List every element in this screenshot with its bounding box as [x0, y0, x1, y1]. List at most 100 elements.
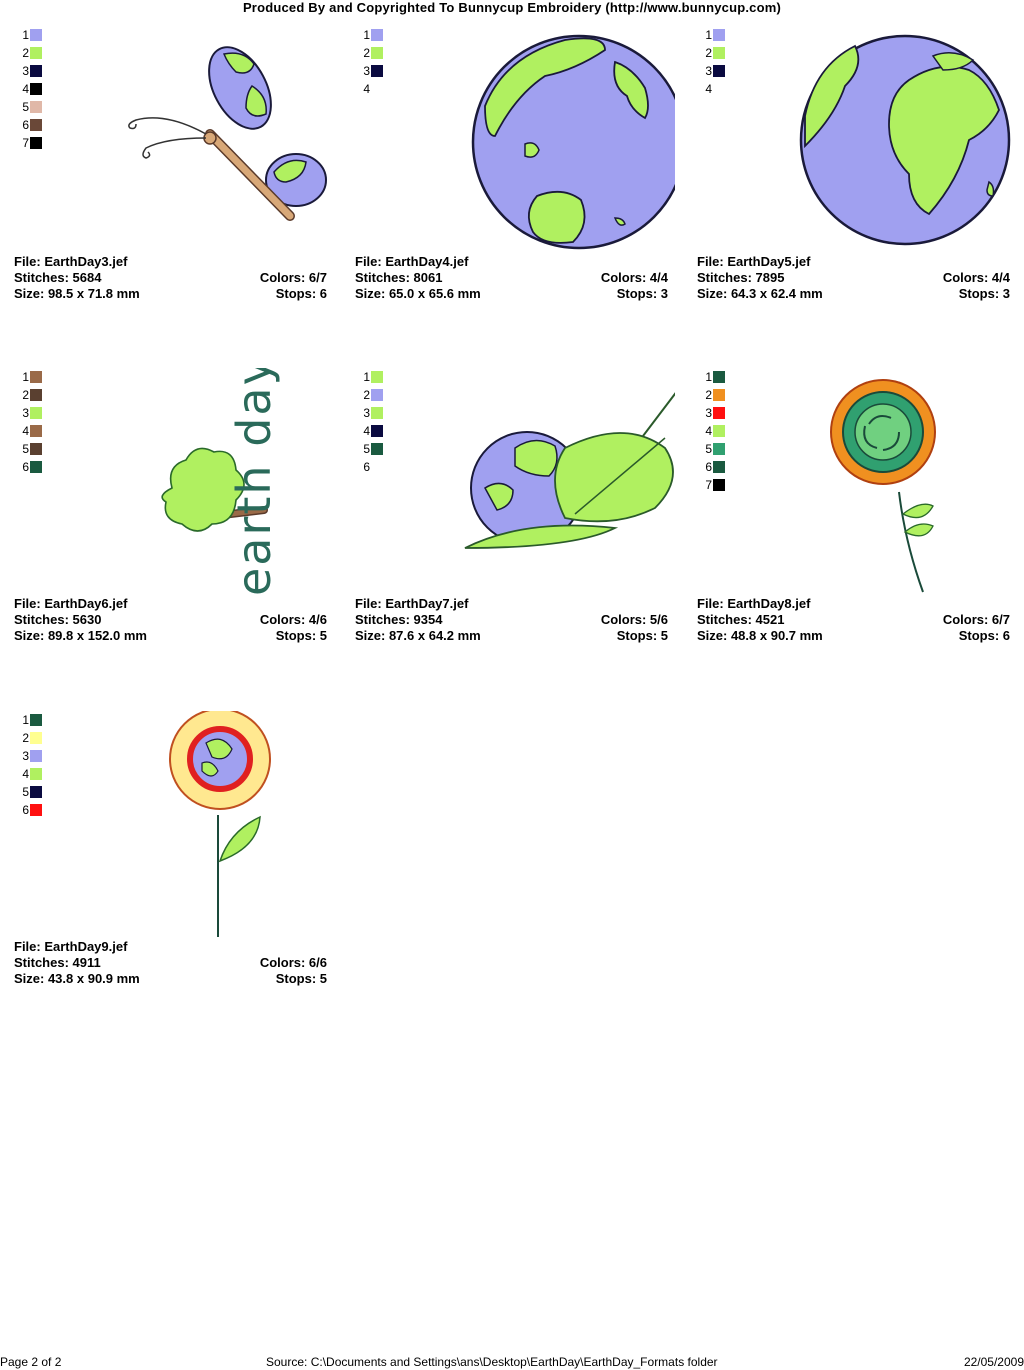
palette-number: 1: [22, 28, 29, 42]
color-swatch: [371, 425, 383, 437]
color-swatch: [30, 65, 42, 77]
print-date: 22/05/2009: [963, 1355, 1024, 1369]
file-name: File: EarthDay9.jef: [14, 939, 128, 954]
palette-entry: 6: [20, 116, 42, 134]
color-swatch: [30, 804, 42, 816]
file-name: File: EarthDay6.jef: [14, 596, 128, 611]
color-swatch: [713, 389, 725, 401]
palette-entry: 1: [20, 368, 42, 386]
palette-number: 4: [705, 82, 712, 96]
palette-number: 4: [705, 424, 712, 438]
color-swatch: [371, 461, 383, 473]
palette-number: 5: [22, 100, 29, 114]
color-swatch: [371, 407, 383, 419]
color-swatch: [30, 786, 42, 798]
color-swatch: [30, 768, 42, 780]
palette-entry: 6: [20, 801, 42, 819]
palette-entry: 2: [703, 386, 725, 404]
palette-entry: 1: [20, 26, 42, 44]
palette-entry: 1: [703, 368, 725, 386]
palette-entry: 5: [20, 783, 42, 801]
palette-number: 2: [22, 388, 29, 402]
palette-entry: 1: [361, 368, 383, 386]
palette-entry: 6: [361, 458, 383, 476]
palette-number: 7: [22, 136, 29, 150]
color-count: Colors: 4/4: [600, 270, 668, 285]
stop-count: Stops: 6: [275, 286, 327, 301]
file-name: File: EarthDay5.jef: [697, 254, 811, 269]
color-swatch: [30, 137, 42, 149]
palette-number: 6: [705, 460, 712, 474]
palette-entry: 3: [361, 404, 383, 422]
stitch-count: Stitches: 4521: [697, 612, 785, 627]
stitch-count: Stitches: 4911: [14, 955, 101, 970]
color-swatch: [713, 407, 725, 419]
globe-americas-icon: [471, 34, 675, 250]
color-count: Colors: 6/7: [259, 270, 327, 285]
stop-count: Stops: 3: [958, 286, 1010, 301]
color-swatch: [30, 29, 42, 41]
butterfly-earth-icon: [128, 46, 327, 221]
design-size: Size: 48.8 x 90.7 mm: [697, 628, 823, 643]
palette-entry: 2: [20, 386, 42, 404]
palette-number: 6: [22, 803, 29, 817]
recycle-flower-icon: [830, 379, 936, 593]
palette-entry: 3: [20, 747, 42, 765]
palette-number: 2: [22, 731, 29, 745]
color-count: Colors: 6/6: [259, 955, 327, 970]
palette-entry: 5: [703, 440, 725, 458]
palette-number: 1: [705, 28, 712, 42]
color-swatch: [713, 371, 725, 383]
color-swatch: [371, 65, 383, 77]
palette-entry: 7: [703, 476, 725, 494]
design-size: Size: 43.8 x 90.9 mm: [14, 971, 140, 986]
palette-entry: 5: [20, 440, 42, 458]
palette-entry: 2: [703, 44, 725, 62]
palette-entry: 1: [20, 711, 42, 729]
color-swatch: [30, 461, 42, 473]
palette-number: 2: [363, 46, 370, 60]
globe-leaf-icon: [464, 392, 675, 549]
page-number: Page 2 of 2: [0, 1355, 62, 1369]
palette-entry: 5: [20, 98, 42, 116]
palette-number: 4: [363, 424, 370, 438]
palette-entry: 4: [20, 422, 42, 440]
palette-number: 2: [705, 388, 712, 402]
color-swatch: [713, 425, 725, 437]
color-swatch: [371, 389, 383, 401]
palette-number: 6: [363, 460, 370, 474]
palette-number: 3: [22, 749, 29, 763]
palette-entry: 7: [20, 134, 42, 152]
palette-number: 6: [22, 460, 29, 474]
color-swatch: [30, 750, 42, 762]
stop-count: Stops: 3: [616, 286, 668, 301]
color-swatch: [713, 65, 725, 77]
color-swatch: [30, 371, 42, 383]
palette-number: 6: [22, 118, 29, 132]
palette-entry: 3: [361, 62, 383, 80]
palette-entry: 3: [703, 62, 725, 80]
color-swatch: [713, 29, 725, 41]
design-info: File: EarthDay9.jef Stitches: 4911 Colors…: [14, 939, 327, 987]
design-size: Size: 65.0 x 65.6 mm: [355, 286, 481, 301]
color-swatch: [30, 407, 42, 419]
palette-number: 5: [22, 442, 29, 456]
palette-entry: 4: [361, 422, 383, 440]
color-swatch: [371, 29, 383, 41]
color-swatch: [30, 443, 42, 455]
palette-entry: 2: [20, 44, 42, 62]
palette-entry: 3: [703, 404, 725, 422]
design-size: Size: 87.6 x 64.2 mm: [355, 628, 481, 643]
palette-entry: 4: [361, 80, 383, 98]
stitch-count: Stitches: 8061: [355, 270, 443, 285]
palette-number: 5: [705, 442, 712, 456]
palette-number: 4: [22, 424, 29, 438]
